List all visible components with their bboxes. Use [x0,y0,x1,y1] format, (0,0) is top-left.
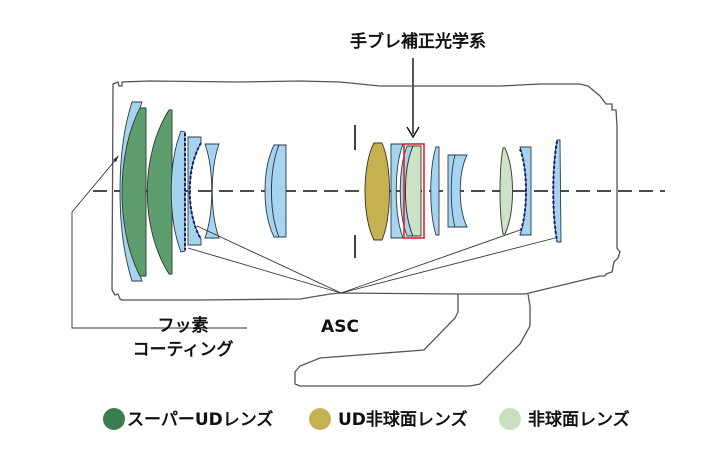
tripod-foot [294,293,531,387]
legend-label-aspherical: 非球面レンズ [528,409,630,430]
stabilizer-highlight-box [403,143,425,239]
legend-label-super-ud: スーパーUDレンズ [127,409,273,430]
lens-element-4 [170,130,186,253]
fluorine-label-line2: コーティング [133,339,234,360]
super-ud-lens-1 [121,107,147,277]
asc-coating-15 [552,140,558,242]
fluorine-leader-line [71,156,247,329]
asc-leader-4 [340,237,556,294]
asc-label: ASC [321,317,359,337]
rear-aspherical-lens [499,147,513,235]
stabilizer-title: 手ブレ補正光学系 [350,31,486,52]
lens-barrel-bottom [111,275,601,301]
lens-element-6 [204,143,220,239]
super-ud-lens-2 [146,109,173,275]
lens-element-12b [450,154,456,228]
lens-barrel-top [112,80,618,127]
fluorine-label-line1: フッ素 [158,316,209,336]
legend-swatch-aspherical [499,408,521,430]
stabilizer-arrow-head [406,126,420,139]
lens-element-9 [390,143,404,239]
legend: スーパーUDレンズ UD非球面レンズ 非球面レンズ [103,408,630,430]
legend-swatch-super-ud [103,408,125,430]
asc-leader-1 [187,247,342,294]
lens-barrel-front [111,87,114,291]
asc-leader-2 [196,225,342,294]
ud-aspherical-lens [364,142,390,241]
asc-coating-14 [519,148,527,234]
legend-swatch-ud-aspherical [309,408,331,430]
lens-element-11 [430,146,440,236]
lens-element-7b [271,144,287,238]
lens-element-15 [552,139,562,243]
lens-barrel-rear [600,126,621,277]
stabilizer-aspherical-lens [405,145,422,237]
legend-label-ud-aspherical: UD非球面レンズ [338,409,468,430]
asc-leader-3 [340,229,521,294]
fluorine-leader-arrowhead [113,155,119,162]
